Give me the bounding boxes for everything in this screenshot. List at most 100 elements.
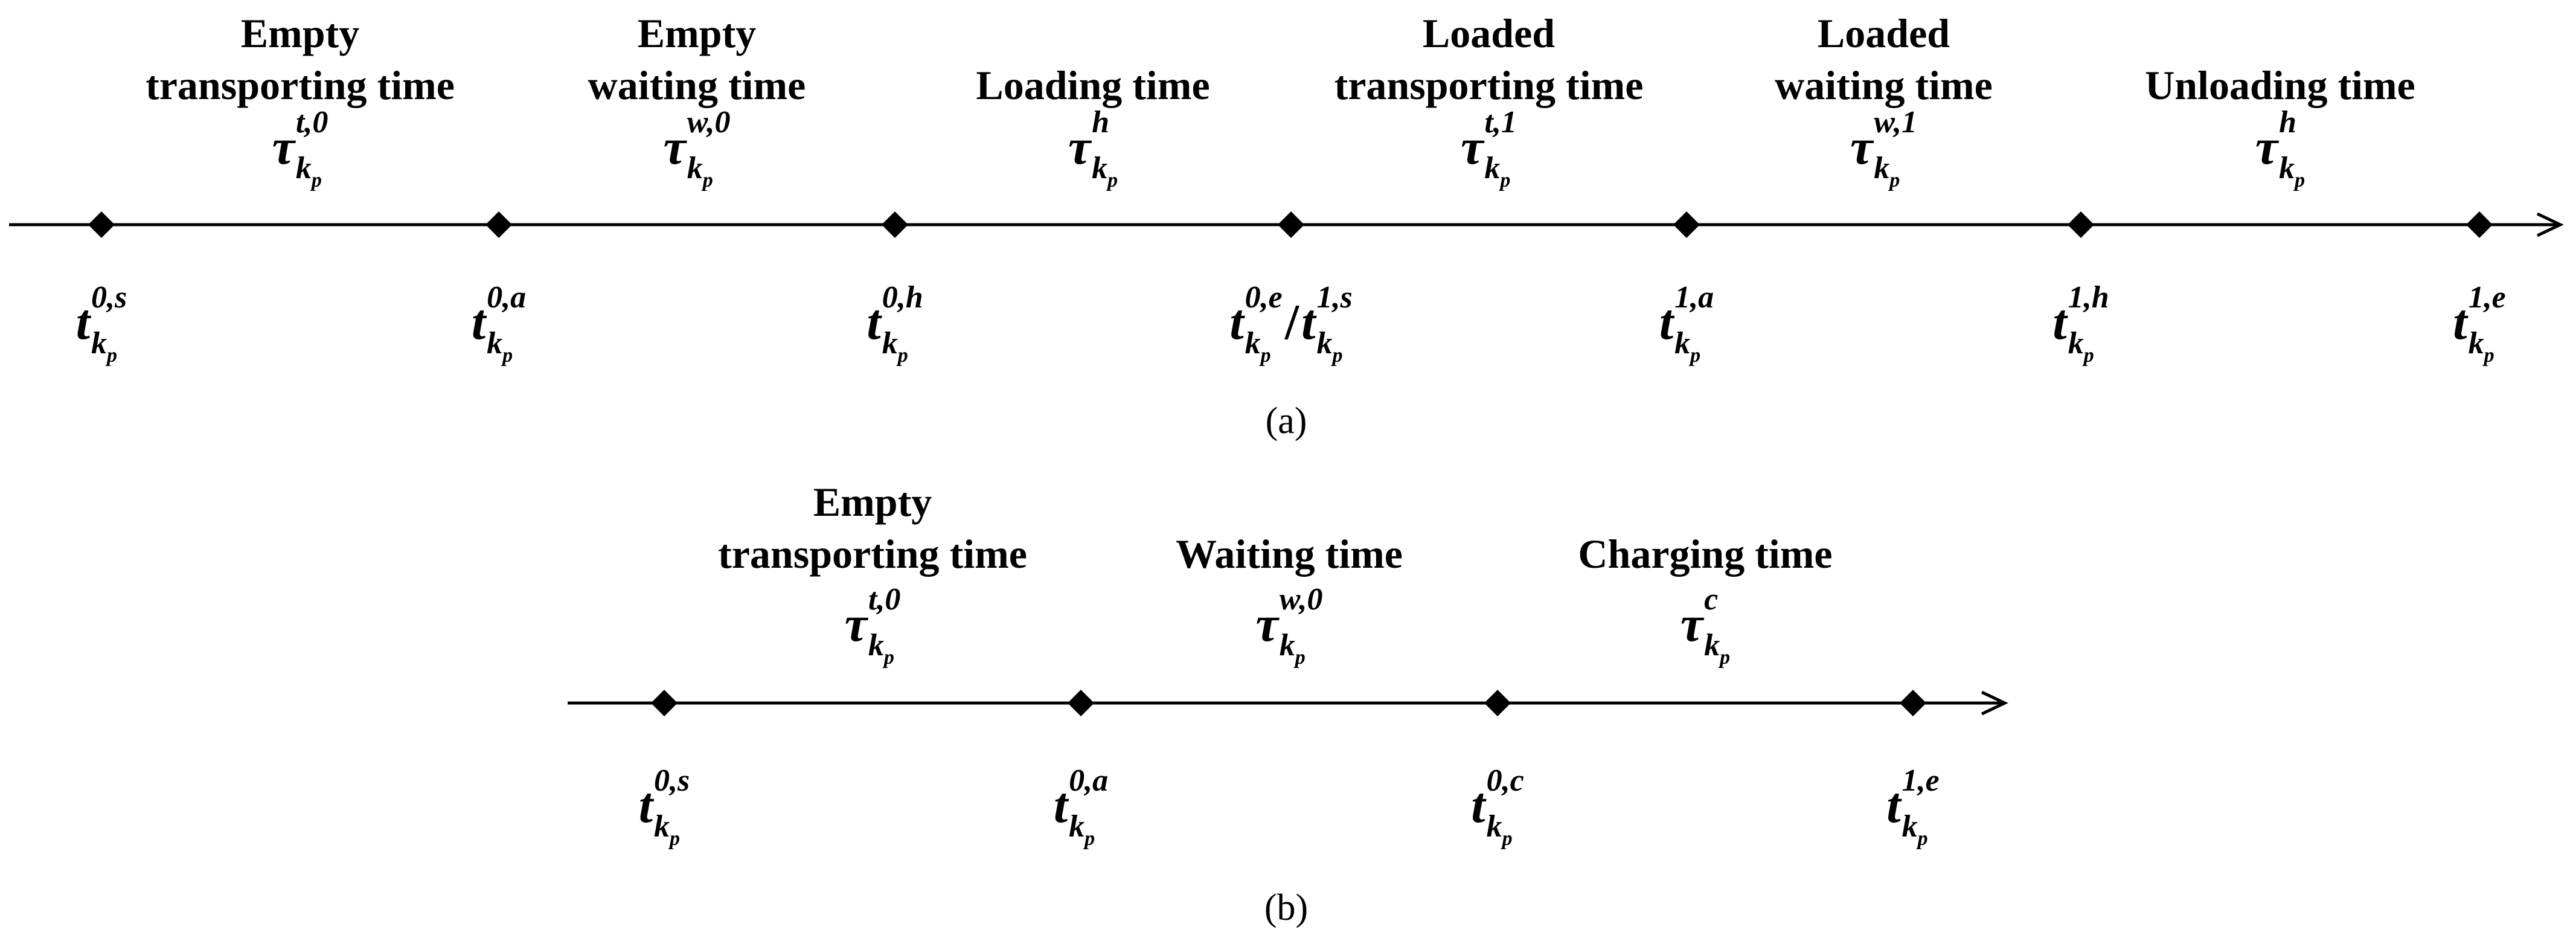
segment-label-line: Loaded — [1817, 10, 1950, 56]
segment-label-line: Waiting time — [1176, 531, 1403, 577]
symbol-subscript: kp — [1280, 629, 1323, 674]
symbol-subscript: kp — [2068, 327, 2109, 372]
symbol-subscript: kp — [1902, 811, 1940, 855]
symbol-superscript: t,1 — [1484, 105, 1517, 140]
symbol-subscript: kp — [1487, 811, 1524, 855]
symbol-base: t — [638, 777, 653, 834]
symbol-base: t — [2052, 294, 2067, 351]
symbol-subscript-index: p — [1295, 646, 1306, 669]
segment-label-line: Loaded — [1422, 10, 1556, 56]
symbol-superscript: t,0 — [295, 105, 328, 140]
symbol-superscript: 0,h — [882, 280, 923, 315]
symbol-subscript-main: k — [487, 326, 503, 361]
symbol-subscript-index: p — [1500, 169, 1511, 191]
symbol-subscript-main: k — [1674, 326, 1691, 361]
symbol-subscript: kp — [2469, 327, 2506, 372]
symbol-base: t — [867, 294, 881, 351]
symbol-base: t — [1053, 777, 1068, 834]
symbol-subscript-main: k — [1092, 151, 1108, 185]
symbol-base: τ — [1680, 596, 1703, 653]
symbol-base: τ — [1461, 119, 1484, 176]
symbol-subscript: kp — [1674, 327, 1714, 372]
symbol-subscript: kp — [1704, 629, 1730, 674]
symbol-superscript: 1,a — [1674, 280, 1714, 315]
symbol-subscript: kp — [1069, 811, 1108, 855]
symbol-scripts: 1,h kp — [2068, 281, 2109, 367]
symbol-superscript: 1,h — [2068, 280, 2109, 315]
symbol-base: t — [1659, 294, 1674, 351]
symbol-subscript-main: k — [1279, 628, 1295, 663]
segment-label-line: transporting time — [1334, 62, 1644, 108]
symbol-subscript: kp — [868, 629, 900, 674]
symbol-subscript: kp — [882, 327, 923, 372]
symbol-base: t — [2453, 294, 2467, 351]
segment-label-line: Unloading time — [2145, 62, 2415, 108]
symbol-base: τ — [1255, 596, 1278, 653]
symbol-subscript: kp — [1316, 327, 1352, 372]
symbol-subscript-main: k — [654, 809, 670, 844]
segment-label-line: Empty — [240, 10, 360, 56]
segment-label-line: transporting time — [718, 531, 1027, 577]
segment-label: Empty transporting time — [718, 476, 1027, 580]
symbol-subscript-main: k — [2068, 326, 2084, 361]
symbol-superscript: 1,e — [2468, 280, 2506, 315]
symbol-subscript-index: p — [1889, 169, 1900, 191]
symbol-base: τ — [844, 596, 867, 653]
symbol-superscript: 0,s — [654, 763, 690, 798]
symbol-subscript-index: p — [2083, 344, 2094, 367]
symbol-subscript-main: k — [1704, 628, 1720, 663]
symbol-subscript-index: p — [1260, 344, 1271, 367]
symbol-subscript-index: p — [883, 646, 894, 669]
symbol-base: τ — [1850, 119, 1873, 176]
diamond-marker — [1278, 211, 1304, 238]
symbol-subscript-index: p — [311, 169, 322, 191]
arrowhead-icon — [2536, 212, 2564, 237]
symbol-base: t — [1471, 777, 1485, 834]
symbol-subscript: kp — [1874, 152, 1917, 197]
diamond-marker — [88, 211, 115, 238]
symbol-superscript: 0,a — [487, 280, 527, 315]
symbol-subscript-main: k — [1069, 809, 1085, 844]
symbol-subscript-main: k — [2468, 326, 2484, 361]
segment-label-line: Empty — [813, 479, 932, 525]
symbol-base: t — [471, 294, 486, 351]
symbol-subscript: kp — [91, 327, 127, 372]
panel-caption: (a) — [1265, 400, 1307, 442]
symbol-base: t — [75, 294, 91, 351]
